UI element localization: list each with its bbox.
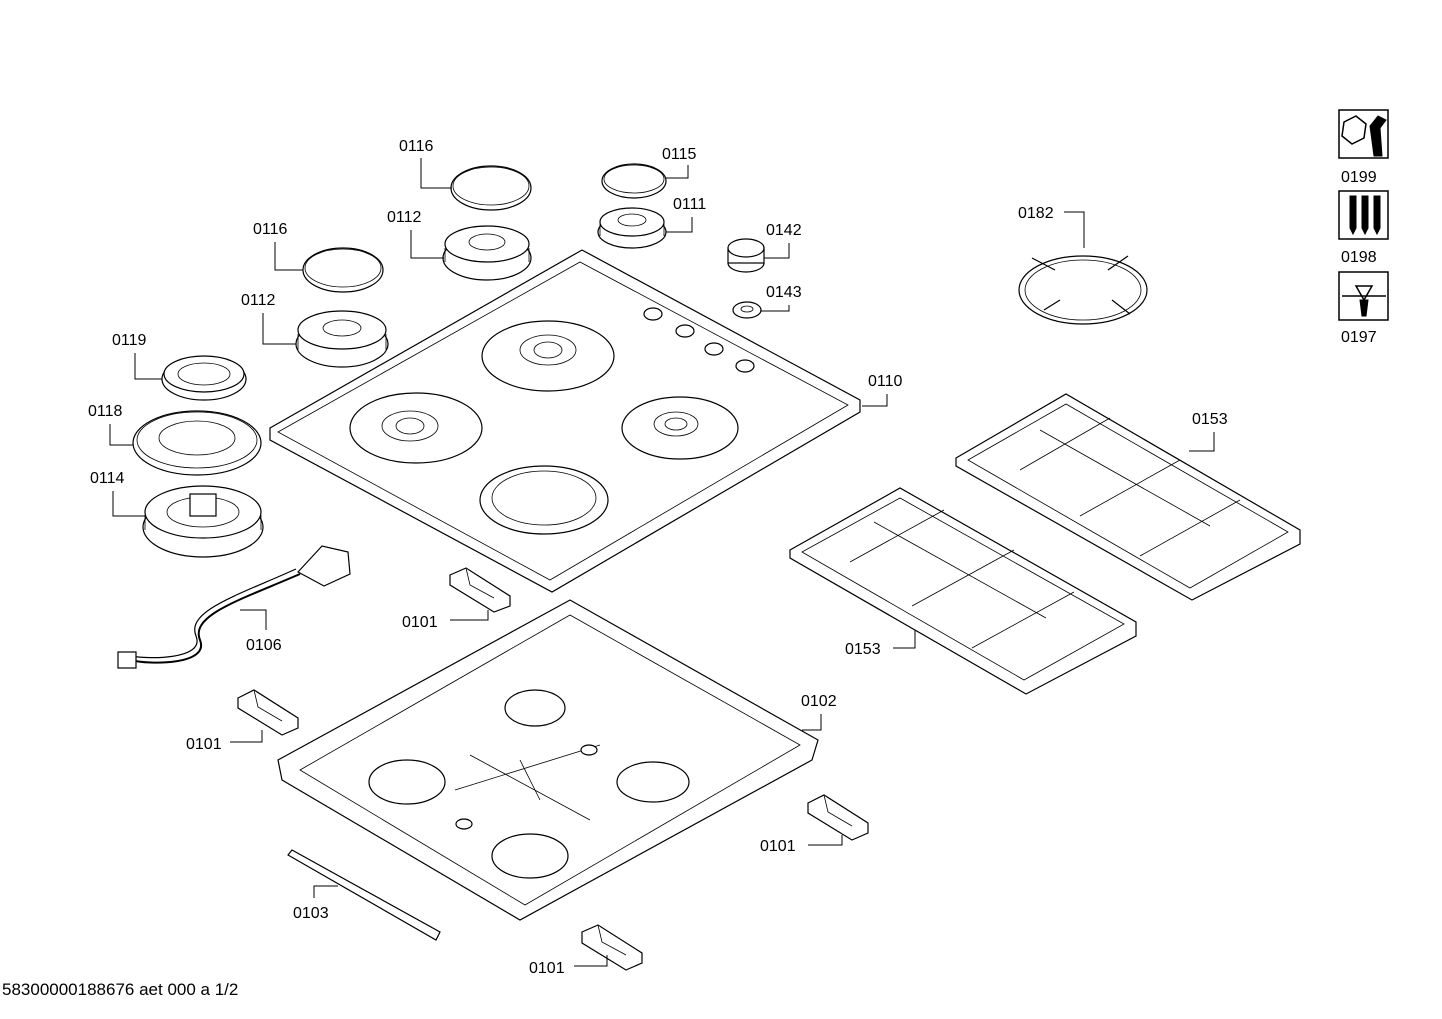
label-0102: 0102	[801, 693, 837, 710]
clamp-4	[581, 924, 643, 971]
label-0119: 0119	[112, 332, 147, 349]
hob-top-plate	[269, 249, 861, 593]
label-0142: 0142	[766, 222, 802, 239]
label-0115: 0115	[662, 146, 697, 163]
wok-burner-0114	[142, 485, 264, 558]
label-0116-left: 0116	[253, 221, 288, 238]
label-0182: 0182	[1018, 205, 1054, 222]
label-0106: 0106	[246, 637, 282, 654]
label-0143: 0143	[766, 284, 802, 301]
clamp-2	[237, 689, 299, 736]
burner-0112-top	[442, 225, 532, 281]
label-0153-left: 0153	[845, 641, 881, 658]
burner-0111	[597, 207, 667, 249]
screws-icon	[1338, 190, 1389, 240]
burner-cap-0116-top	[450, 165, 532, 211]
knob-0142	[727, 238, 765, 273]
burner-cap-0116-left	[302, 247, 384, 293]
bottom-tray	[277, 599, 819, 921]
icon-label-0197: 0197	[1341, 329, 1377, 346]
pan-support-left	[789, 487, 1137, 695]
label-0111: 0111	[673, 196, 706, 213]
label-0101-upper: 0101	[402, 614, 438, 631]
burner-ring-0119	[161, 355, 247, 401]
clamp-1	[449, 567, 511, 613]
callout-labels: 0116 0115 0111 0116 0112 0142 0143 0112 …	[88, 138, 1228, 977]
pan-support-right	[955, 393, 1301, 601]
power-cable	[117, 545, 351, 669]
burner-cap-0115	[601, 163, 667, 199]
label-0110: 0110	[868, 373, 903, 390]
seal-strip	[287, 849, 441, 941]
label-0116-top: 0116	[399, 138, 434, 155]
label-0101-right: 0101	[760, 838, 796, 855]
label-0118: 0118	[88, 403, 123, 420]
knob-ring-0143	[732, 301, 762, 319]
icon-label-0198: 0198	[1341, 249, 1377, 266]
icon-label-0199: 0199	[1341, 169, 1377, 186]
label-0153-right: 0153	[1192, 411, 1228, 428]
label-0101-bottom: 0101	[529, 960, 565, 977]
document-reference-number: 58300000188676 aet 000 a 1/2	[2, 980, 239, 999]
leader-lines	[109, 158, 1215, 967]
label-0112-top: 0112	[387, 209, 422, 226]
label-0112-left: 0112	[241, 292, 276, 309]
wrench-nut-icon	[1338, 109, 1389, 159]
clamp-3	[807, 794, 869, 841]
burner-ring-0118	[132, 410, 262, 476]
grease-tube-icon	[1338, 271, 1389, 321]
burner-0112-left	[295, 310, 389, 368]
label-0101-left: 0101	[186, 736, 222, 753]
label-0103: 0103	[293, 905, 329, 922]
label-0114: 0114	[90, 470, 125, 487]
wok-support-ring	[1018, 255, 1148, 325]
